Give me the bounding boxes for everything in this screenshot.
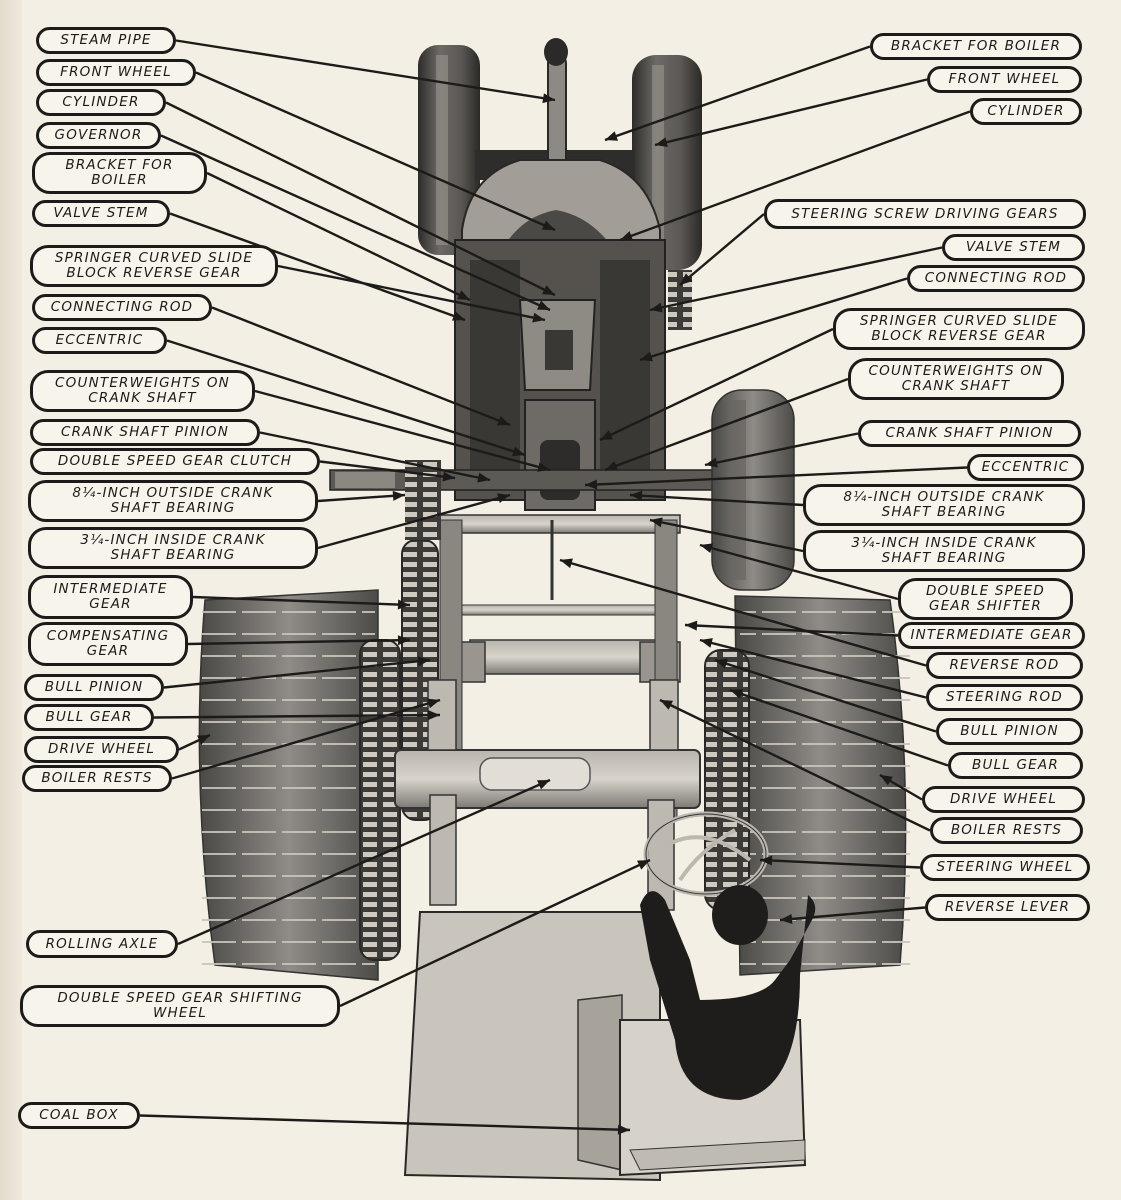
label-compensating-gear: Compensating Gear — [28, 622, 188, 666]
label-intermediate-gear: Intermediate Gear — [28, 575, 193, 619]
label-cylinder-right: Cylinder — [970, 98, 1082, 125]
label-coal-box: Coal Box — [18, 1102, 140, 1129]
label-outside-crank-shaft-bearing: 8¼-Inch Outside Crank Shaft Bearing — [28, 480, 318, 522]
label-cylinder: Cylinder — [36, 89, 166, 116]
label-connecting-rod: Connecting Rod — [32, 294, 212, 321]
label-drive-wheel: Drive Wheel — [24, 736, 179, 763]
label-double-speed-gear-clutch: Double Speed Gear Clutch — [30, 448, 320, 475]
label-steering-screw-driving-gears: Steering Screw Driving Gears — [764, 199, 1086, 229]
label-intermediate-gear-right: Intermediate Gear — [898, 622, 1085, 649]
page-gutter-shading — [0, 0, 22, 1200]
label-crank-shaft-pinion-right: Crank Shaft Pinion — [858, 420, 1081, 447]
label-steering-rod: Steering Rod — [926, 684, 1083, 711]
label-bull-gear: Bull Gear — [24, 704, 154, 731]
label-steam-pipe: Steam Pipe — [36, 27, 176, 54]
label-bracket-for-boiler-right: Bracket for Boiler — [870, 33, 1082, 60]
label-steering-wheel: Steering Wheel — [920, 854, 1090, 881]
label-springer-curved-slide-block-reverse-gear-right: Springer Curved Slide Block Reverse Gear — [833, 308, 1085, 350]
label-reverse-rod: Reverse Rod — [926, 652, 1083, 679]
label-bracket-for-boiler: Bracket for Boiler — [32, 152, 207, 194]
label-eccentric: Eccentric — [32, 327, 167, 354]
label-eccentric-right: Eccentric — [967, 454, 1084, 481]
label-drive-wheel-right: Drive Wheel — [922, 786, 1085, 813]
label-inside-crank-shaft-bearing-right: 3¼-Inch Inside Crank Shaft Bearing — [803, 530, 1085, 572]
label-double-speed-gear-shifter: Double Speed Gear Shifter — [898, 578, 1073, 620]
label-outside-crank-shaft-bearing-right: 8¼-Inch Outside Crank Shaft Bearing — [803, 484, 1085, 526]
label-front-wheel-right: Front Wheel — [927, 66, 1082, 93]
operator-figure — [640, 885, 816, 1100]
drive-wheel-left — [198, 589, 379, 981]
label-crank-shaft-pinion: Crank Shaft Pinion — [30, 419, 260, 446]
label-boiler-rests: Boiler Rests — [22, 765, 172, 792]
label-boiler-rests-right: Boiler Rests — [930, 817, 1083, 844]
label-valve-stem: Valve Stem — [32, 200, 170, 227]
label-connecting-rod-right: Connecting Rod — [907, 265, 1085, 292]
label-governor: Governor — [36, 122, 161, 149]
label-double-speed-gear-shifting-wheel: Double Speed Gear Shifting Wheel — [20, 985, 340, 1027]
label-counterweights-on-crank-shaft: Counterweights on Crank Shaft — [30, 370, 255, 412]
label-bull-pinion-right: Bull Pinion — [936, 718, 1083, 745]
label-rolling-axle: Rolling Axle — [26, 930, 178, 958]
label-counterweights-on-crank-shaft-right: Counterweights on Crank Shaft — [848, 358, 1064, 400]
label-valve-stem-right: Valve Stem — [942, 234, 1085, 261]
label-springer-curved-slide-block-reverse-gear: Springer Curved Slide Block Reverse Gear — [30, 245, 278, 287]
label-reverse-lever: Reverse Lever — [925, 894, 1090, 921]
label-bull-pinion: Bull Pinion — [24, 674, 164, 701]
label-bull-gear-right: Bull Gear — [948, 752, 1083, 779]
label-inside-crank-shaft-bearing: 3¼-Inch Inside Crank Shaft Bearing — [28, 527, 318, 569]
label-front-wheel: Front Wheel — [36, 59, 196, 86]
